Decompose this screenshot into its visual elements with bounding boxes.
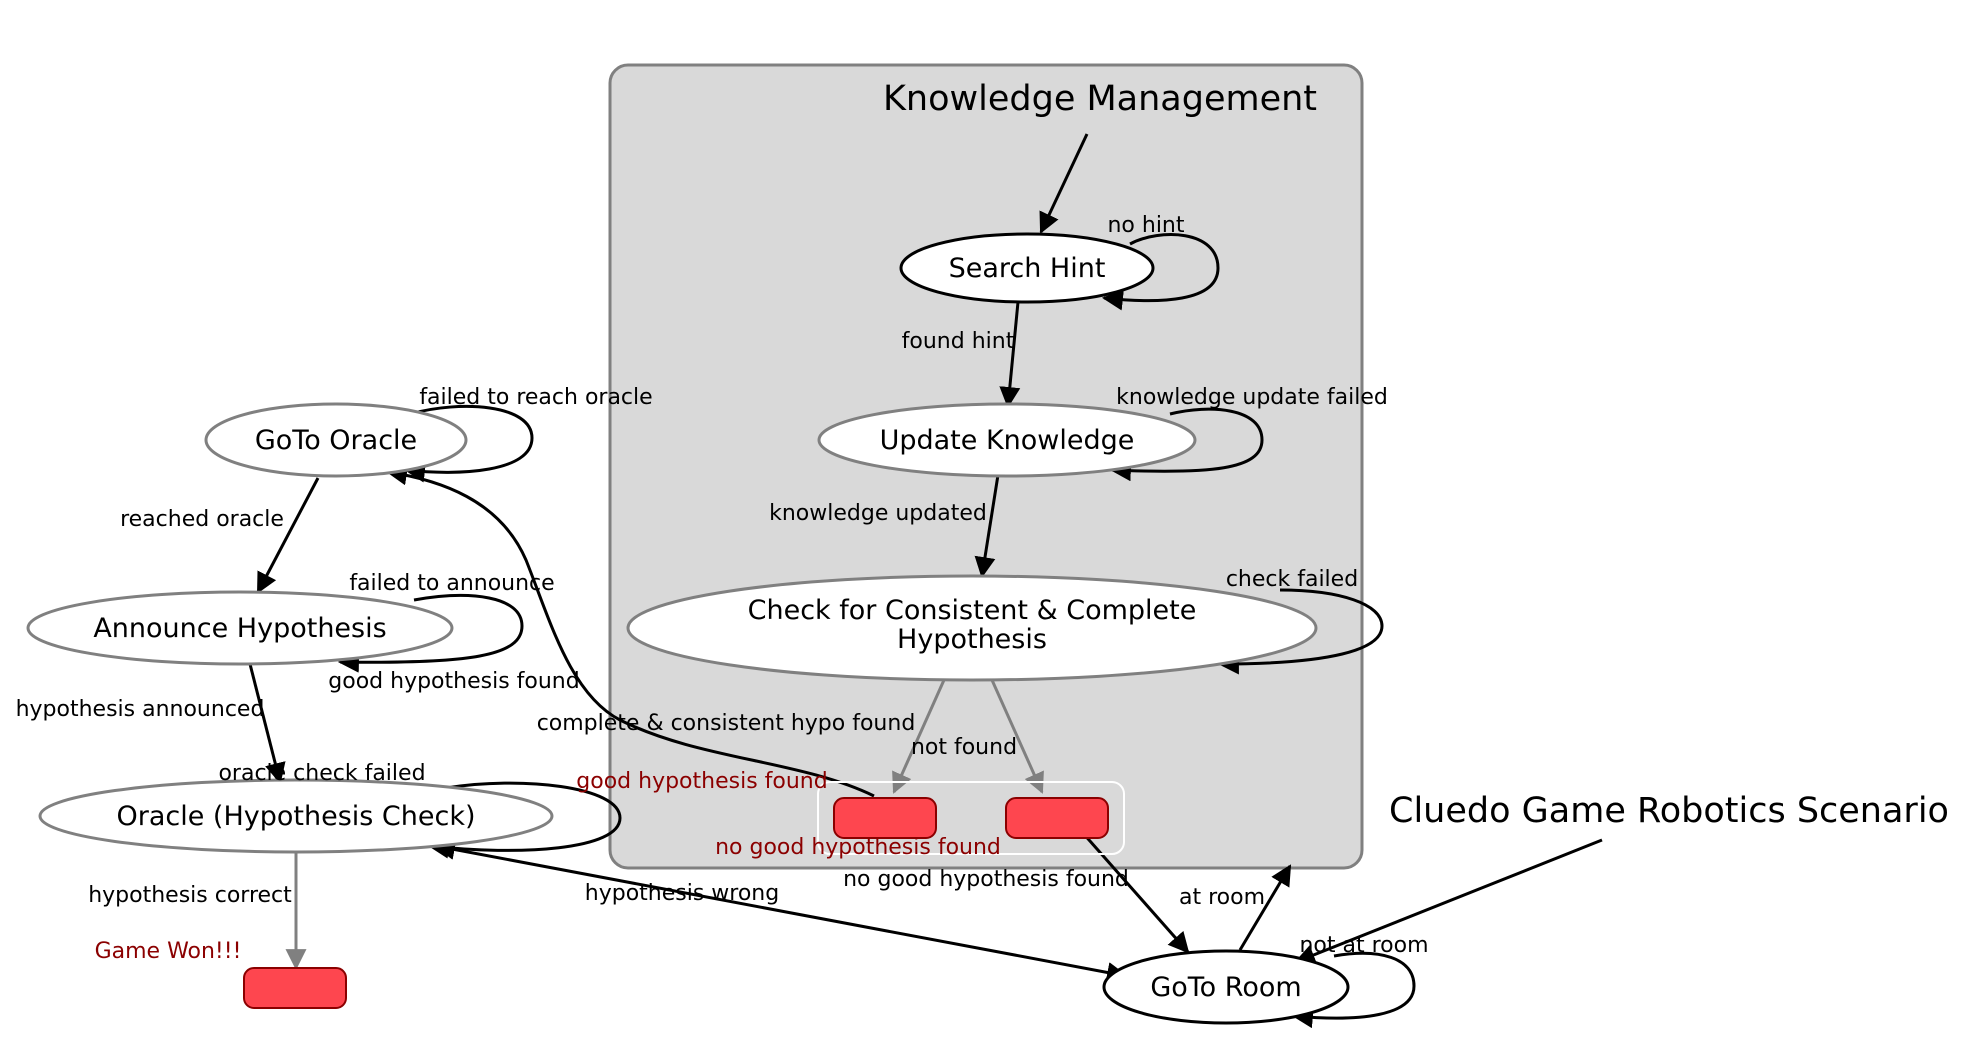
label-knowledge-updated: knowledge updated bbox=[769, 501, 987, 526]
state-search-hint: Search Hint bbox=[899, 232, 1155, 304]
edge-reached-oracle bbox=[256, 477, 320, 594]
label-oracle-check-failed: oracle check failed bbox=[218, 761, 425, 786]
state-oracle-check: Oracle (Hypothesis Check) bbox=[38, 778, 554, 854]
state-goto-oracle-label: GoTo Oracle bbox=[255, 425, 417, 456]
edge-knowledge-updated bbox=[974, 474, 1000, 579]
edge-hypothesis-wrong bbox=[433, 839, 1129, 983]
edge-knowledge-update-failed-loop bbox=[1109, 407, 1264, 482]
state-check-hypothesis: Check for Consistent & Complete Hypothes… bbox=[626, 574, 1318, 682]
label-failed-to-reach-oracle: failed to reach oracle bbox=[419, 385, 652, 410]
state-announce-hypothesis: Announce Hypothesis bbox=[26, 590, 454, 666]
outcome-no-good-hypothesis-label: no good hypothesis found bbox=[715, 835, 1001, 860]
label-complete-consistent: complete & consistent hypo found bbox=[537, 711, 916, 736]
outcome-group-frame bbox=[817, 781, 1125, 855]
state-goto-room-label: GoTo Room bbox=[1150, 972, 1301, 1003]
outcome-game-won bbox=[243, 967, 347, 1009]
edge-initial-to-goto-room bbox=[1294, 838, 1603, 965]
edge-hypothesis-announced bbox=[248, 663, 286, 785]
edge-complete-consistent bbox=[385, 464, 875, 798]
state-goto-oracle: GoTo Oracle bbox=[204, 402, 468, 478]
label-reached-oracle: reached oracle bbox=[120, 507, 284, 532]
label-not-at-room: not at room bbox=[1299, 933, 1428, 958]
state-oracle-check-label: Oracle (Hypothesis Check) bbox=[116, 801, 475, 832]
edge-not-found-right bbox=[990, 679, 1044, 794]
edge-failed-to-announce-loop bbox=[337, 594, 524, 673]
edge-check-failed-loop bbox=[1217, 588, 1384, 675]
state-check-line-2: Hypothesis bbox=[897, 624, 1047, 655]
state-goto-room: GoTo Room bbox=[1102, 949, 1350, 1025]
edge-failed-to-reach-oracle-loop bbox=[403, 405, 534, 483]
edge-found-hint bbox=[999, 301, 1021, 409]
label-knowledge-update-failed: knowledge update failed bbox=[1116, 385, 1388, 410]
edge-initial-to-search-hint bbox=[1039, 133, 1089, 234]
label-no-good-hypothesis-found: no good hypothesis found bbox=[843, 867, 1129, 892]
label-hypothesis-announced: hypothesis announced bbox=[16, 697, 265, 722]
state-update-knowledge-label: Update Knowledge bbox=[880, 425, 1135, 456]
outcome-good-hypothesis-label: good hypothesis found bbox=[576, 769, 827, 794]
label-found-hint: found hint bbox=[902, 329, 1015, 354]
label-not-found: not found bbox=[911, 735, 1017, 760]
label-check-failed: check failed bbox=[1226, 567, 1358, 592]
state-announce-hypothesis-label: Announce Hypothesis bbox=[93, 613, 386, 644]
state-update-knowledge: Update Knowledge bbox=[817, 402, 1197, 478]
outcome-good-hypothesis bbox=[833, 797, 937, 839]
label-at-room: at room bbox=[1179, 885, 1265, 910]
edge-not-at-room-loop bbox=[1291, 951, 1416, 1029]
label-hypothesis-wrong: hypothesis wrong bbox=[585, 881, 779, 906]
outcome-game-won-label: Game Won!!! bbox=[95, 939, 242, 964]
state-check-line-1: Check for Consistent & Complete bbox=[748, 595, 1197, 626]
state-search-hint-label: Search Hint bbox=[949, 253, 1106, 284]
edge-at-room bbox=[1238, 864, 1292, 951]
label-hypothesis-correct: hypothesis correct bbox=[88, 883, 292, 908]
edge-not-found-left bbox=[892, 679, 946, 794]
label-no-hint: no hint bbox=[1107, 213, 1184, 238]
label-failed-to-announce: failed to announce bbox=[349, 571, 554, 596]
outcome-no-good-hypothesis bbox=[1005, 797, 1109, 839]
label-good-hypothesis-found: good hypothesis found bbox=[328, 669, 579, 694]
diagram-title: Cluedo Game Robotics Scenario bbox=[1389, 791, 1949, 831]
edge-no-hint-loop bbox=[1101, 233, 1220, 311]
container-title: Knowledge Management bbox=[883, 79, 1317, 119]
